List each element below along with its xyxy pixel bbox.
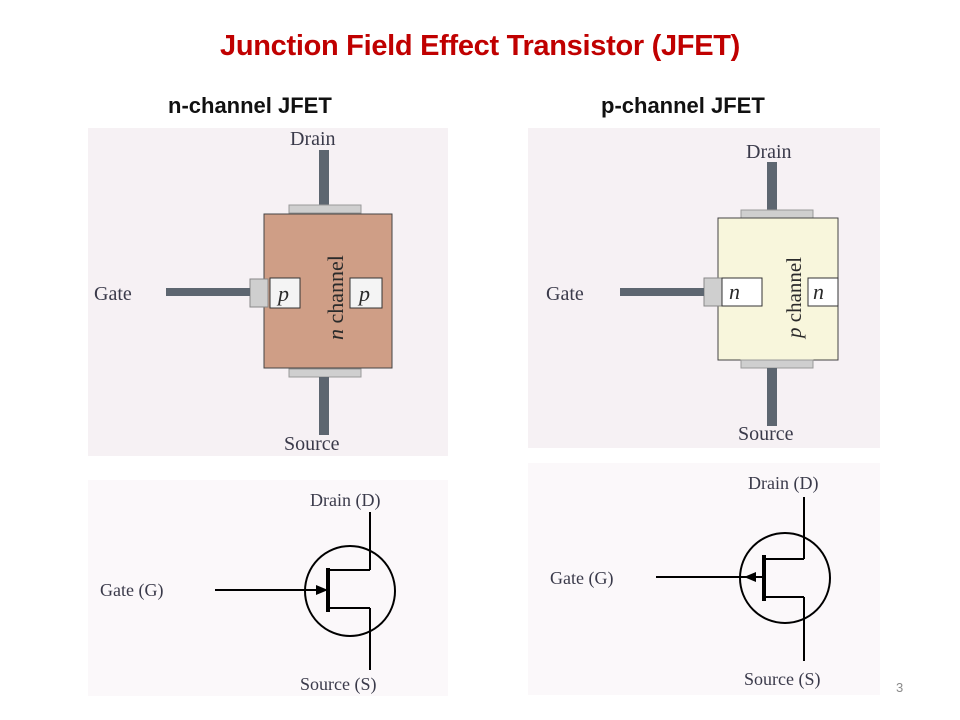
- n-channel-symbol-diagram: Drain (D) Gate (G) Source (S): [88, 480, 448, 696]
- source-label: Source: [284, 433, 340, 455]
- slide-number: 3: [896, 680, 904, 695]
- gate-g-label: Gate (G): [550, 568, 613, 589]
- source-contact: [288, 368, 362, 378]
- drain-label: Drain: [290, 128, 336, 150]
- source-contact: [740, 359, 814, 369]
- gate-lead: [620, 288, 704, 296]
- drain-contact: [740, 209, 814, 219]
- p-channel-symbol-diagram: Drain (D) Gate (G) Source (S): [528, 463, 880, 695]
- gate-g-label: Gate (G): [100, 580, 163, 601]
- drain-d-label: Drain (D): [310, 490, 380, 511]
- gate-contact: [249, 278, 269, 308]
- n-channel-structure-diagram: Drain p p n channel Gate Source: [88, 128, 448, 456]
- n-region-right: [807, 277, 839, 307]
- p-region-left-label: p: [276, 281, 289, 306]
- gate-arrow-outward: [744, 572, 756, 582]
- slide-title: Junction Field Effect Transistor (JFET): [219, 30, 741, 62]
- gate-contact: [703, 277, 723, 307]
- gate-label: Gate: [94, 283, 132, 305]
- source-label: Source: [738, 423, 794, 445]
- source-s-label: Source (S): [300, 674, 376, 695]
- channel-label: n channel: [323, 255, 348, 340]
- p-region-left: [269, 277, 301, 309]
- drain-contact: [288, 204, 362, 214]
- p-region-right-label: p: [357, 281, 370, 306]
- drain-label: Drain: [746, 141, 792, 163]
- gate-label: Gate: [546, 283, 584, 305]
- p-channel-heading: p-channel JFET: [601, 93, 765, 118]
- n-region-right-label: n: [813, 279, 824, 304]
- source-lead: [319, 377, 329, 435]
- n-region-left: [721, 277, 763, 307]
- drain-d-label: Drain (D): [748, 473, 818, 494]
- source-lead: [767, 368, 777, 426]
- gate-lead: [166, 288, 250, 296]
- svg-text:p channel: p channel: [782, 257, 806, 340]
- p-region-right: [349, 277, 383, 309]
- drain-lead: [319, 150, 329, 210]
- n-channel-heading: n-channel JFET: [168, 93, 332, 118]
- source-s-label: Source (S): [744, 669, 820, 690]
- p-channel-structure-diagram: Drain n n p channel Gate Source: [528, 128, 880, 448]
- svg-text:n channel: n channel: [323, 255, 348, 340]
- channel-label: p channel: [782, 257, 806, 340]
- n-region-left-label: n: [729, 279, 740, 304]
- gate-arrow-inward: [316, 585, 328, 595]
- drain-lead: [767, 162, 777, 212]
